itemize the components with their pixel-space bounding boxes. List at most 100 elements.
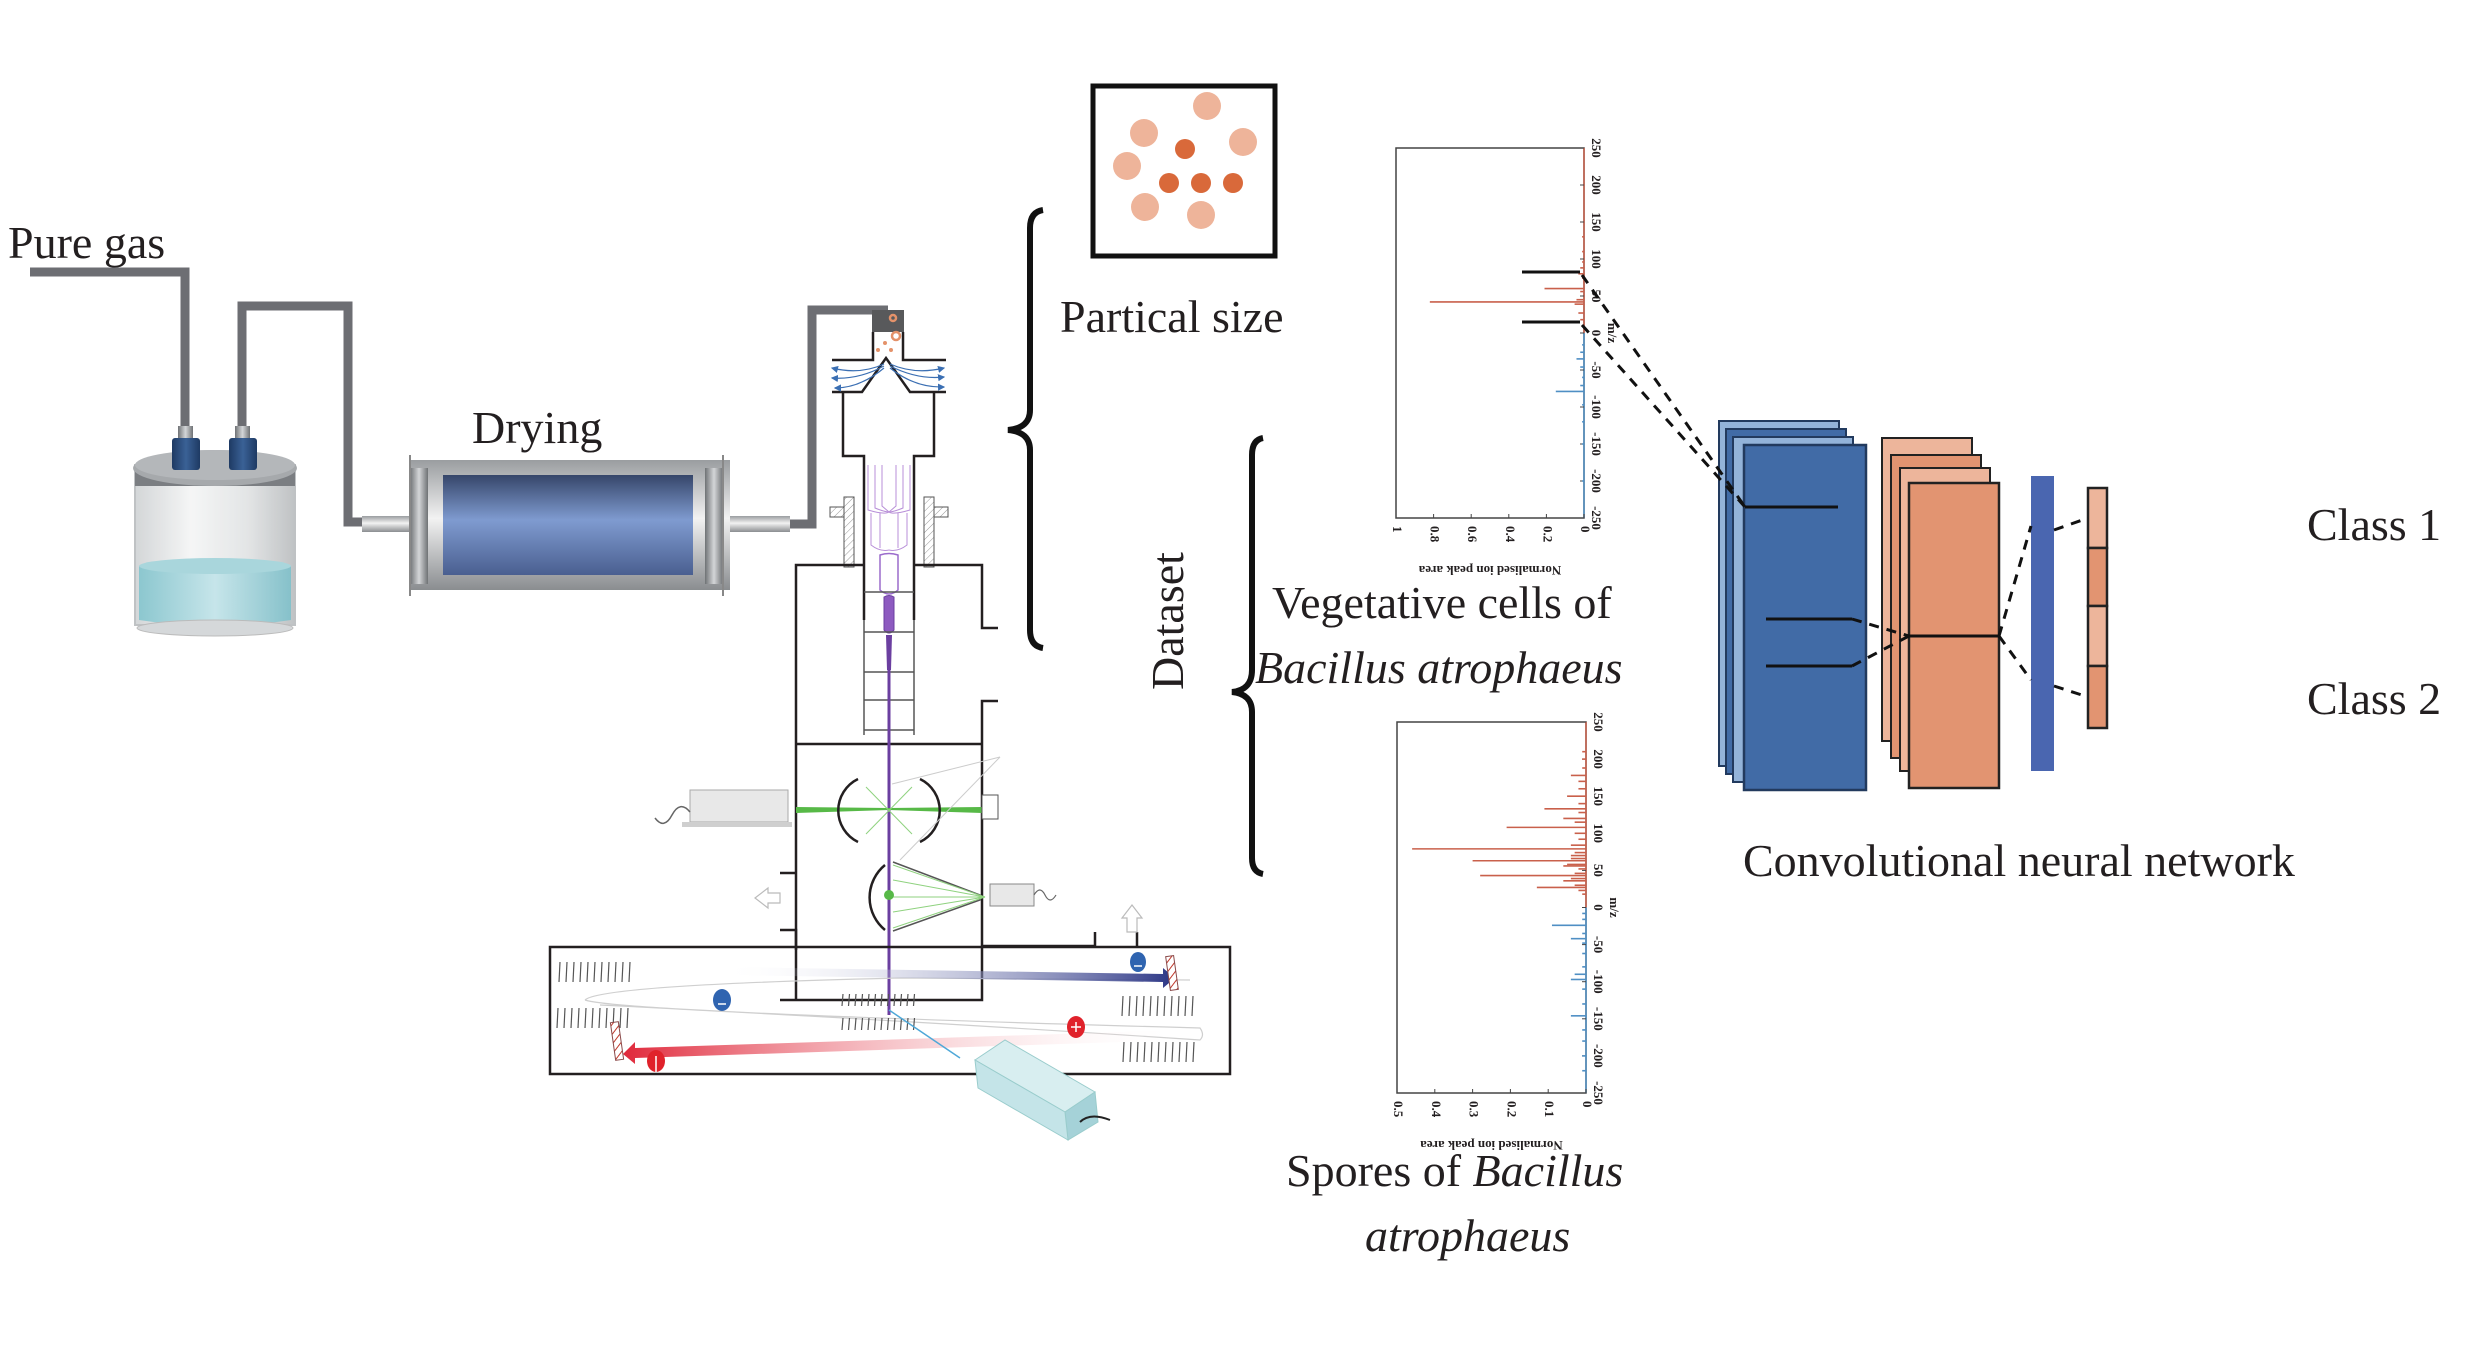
reflectron-grid-mark <box>572 961 575 983</box>
intensity-tick-label: 1 <box>1390 526 1405 533</box>
reflectron-grid-mark <box>1135 995 1138 1017</box>
intensity-axis-label: Normalised ion peak area <box>1420 1138 1563 1153</box>
reflectron-grid-mark <box>912 1017 916 1031</box>
gas-flow-arrows <box>830 363 946 392</box>
intensity-tick-label: 0.2 <box>1540 526 1555 542</box>
reflectron-grid-mark <box>607 961 610 983</box>
large-particle <box>1130 119 1158 147</box>
reflectron-grid-mark <box>614 961 617 983</box>
reflectron-grid-mark <box>886 993 890 1007</box>
intensity-tick-label: 0.6 <box>1465 526 1480 543</box>
mz-axis-label: m/z <box>1605 323 1620 343</box>
conv-layer-stack <box>1718 420 1868 792</box>
mz-tick-label: 50 <box>1591 864 1606 877</box>
reflectron-grid-mark <box>563 1007 566 1029</box>
reflectron-grid-mark <box>579 961 582 983</box>
intensity-tick-label: 0 <box>1578 526 1593 533</box>
mz-tick-label: 200 <box>1591 749 1606 769</box>
reflectron-grid-mark <box>1156 995 1159 1017</box>
pump-arrow-up <box>1120 904 1144 933</box>
reflectron-grid-mark <box>1122 1041 1125 1063</box>
reflectron-grid-mark <box>873 1017 877 1031</box>
large-particle <box>1187 201 1215 229</box>
cnn-label: Convolutional neural network <box>1743 835 2295 886</box>
large-particle <box>1229 128 1257 156</box>
mz-tick-label: -250 <box>1591 1081 1606 1105</box>
mz-tick-label: -50 <box>1591 936 1606 953</box>
vegetative-label-line2: Bacillus atrophaeus <box>1255 642 1623 693</box>
reflectron-grid-mark <box>1171 1041 1174 1063</box>
vacuum-chamber <box>780 563 1139 1002</box>
pure-gas-label: Pure gas <box>8 217 166 268</box>
mz-tick-label: -150 <box>1589 432 1604 456</box>
dataset-label: Dataset <box>1142 552 1193 690</box>
particle-size-box <box>1090 83 1278 259</box>
reflectron-grid-mark <box>1129 1041 1132 1063</box>
fluorescence-detector <box>868 861 1057 932</box>
particle-size-label: Partical size <box>1060 291 1284 342</box>
reflectron-grid-mark <box>867 993 870 1007</box>
intensity-tick-label: 0 <box>1580 1101 1595 1108</box>
reflectron-grid-mark <box>1185 1041 1188 1063</box>
mz-tick-label: -50 <box>1589 361 1604 378</box>
pump-arrow-left <box>754 886 781 910</box>
reflectron-grid-mark <box>899 993 903 1007</box>
mz-tick-label: -200 <box>1589 469 1604 493</box>
reflectron-grid-mark <box>621 961 624 983</box>
intensity-tick-label: 0.5 <box>1391 1101 1406 1118</box>
class1-label: Class 1 <box>2307 499 2442 550</box>
plot-frame <box>1396 721 1587 1094</box>
reflectron-grid-mark <box>1149 995 1152 1017</box>
large-particle <box>1113 152 1141 180</box>
mz-tick-label: -200 <box>1591 1044 1606 1068</box>
output-layer <box>2086 486 2109 730</box>
reflectron-grid-mark <box>1128 995 1131 1017</box>
ion-detector <box>974 1039 1111 1141</box>
mz-tick-label: 250 <box>1591 712 1606 732</box>
reflectron-grid-mark <box>1191 995 1194 1017</box>
vegetative-label-line1: Vegetative cells of <box>1272 577 1612 628</box>
small-particle <box>1223 173 1243 193</box>
reflectron-grid-mark <box>893 1017 896 1031</box>
cnn-connections <box>1580 274 2089 699</box>
intensity-axis-label: Normalised ion peak area <box>1418 563 1561 578</box>
reflectron-grid-mark <box>1177 995 1180 1017</box>
reflectron-grid-mark <box>1157 1041 1160 1063</box>
mz-tick-label: 100 <box>1591 824 1606 844</box>
reflectron-grid-mark <box>1150 1041 1153 1063</box>
reflectron-grid-mark <box>906 993 909 1007</box>
reflectron-grid-mark <box>1170 995 1173 1017</box>
reflectron-grid-mark <box>556 1007 559 1029</box>
reflectron-grid-mark <box>886 1017 890 1031</box>
mz-tick-label: 100 <box>1589 249 1604 269</box>
dryer-to-inlet-pipe <box>790 305 888 529</box>
aerosol-inlet <box>832 310 946 620</box>
reflectron-grid-mark <box>847 993 851 1007</box>
reflectron-grid-mark <box>565 961 568 983</box>
intensity-tick-label: 0.8 <box>1428 526 1443 543</box>
large-particle <box>1131 193 1159 221</box>
reflectron-grid-mark <box>1143 1041 1146 1063</box>
reflectron-grid-mark <box>1136 1041 1139 1063</box>
gas-inlet-pipe <box>30 267 190 430</box>
reflectron-grid-mark <box>584 1007 587 1029</box>
reflectron-grid-mark <box>1163 995 1166 1017</box>
drying-label: Drying <box>472 402 603 453</box>
reflectron-grid-mark <box>586 961 589 983</box>
mz-tick-label: 250 <box>1589 138 1604 158</box>
mz-tick-label: -100 <box>1589 395 1604 419</box>
positive-ion <box>647 1016 1085 1072</box>
tof-chamber <box>548 945 1232 1076</box>
reflectron-grid-mark <box>880 1017 883 1031</box>
spores-label-line2: atrophaeus <box>1365 1210 1571 1261</box>
reflectron-grid-mark <box>626 1007 629 1029</box>
spores-prefix: Spores of <box>1286 1145 1473 1196</box>
drying-tube <box>362 455 790 596</box>
reflectron-grid-mark <box>628 961 631 983</box>
reflectron-grid-mark <box>600 961 603 983</box>
mz-tick-label: 150 <box>1589 212 1604 232</box>
plot-frame <box>1395 147 1585 519</box>
reflectron-grid-mark <box>605 1007 608 1029</box>
